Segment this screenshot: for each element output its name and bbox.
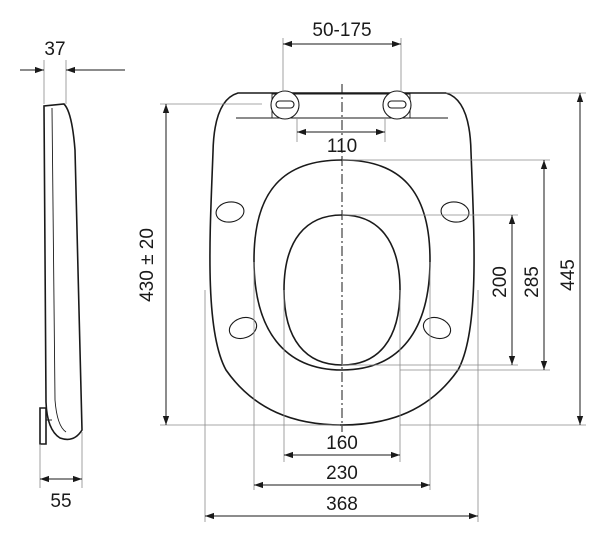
dim-label-230: 230 [326, 463, 358, 484]
bumper-bottom-left [228, 316, 258, 340]
hinge-right-slot [387, 100, 407, 109]
dim-label-110: 110 [327, 136, 357, 157]
side-view [20, 60, 125, 488]
side-profile-lid [43, 103, 83, 441]
dim-label-160: 160 [326, 433, 358, 454]
bumper-top-left [215, 201, 245, 223]
dim-label-285: 285 [522, 266, 543, 298]
dim-label-50-175: 50-175 [312, 20, 371, 41]
bumper-top-right [440, 201, 470, 223]
bumper-bottom-right [422, 316, 452, 340]
dim-label-430: 430 ± 20 [137, 228, 158, 302]
bottom-dimensions [204, 262, 479, 522]
top-dimensions [282, 38, 402, 142]
dim-label-55: 55 [50, 491, 71, 512]
side-profile-inner-line [51, 107, 67, 433]
seat-outer-outline [209, 92, 475, 426]
dim-label-368: 368 [326, 494, 358, 515]
top-view [209, 84, 475, 432]
seat-ring-outer [253, 159, 431, 371]
left-dimensions [160, 103, 340, 426]
hinge-left-slot [275, 100, 295, 109]
dim-label-445: 445 [558, 259, 579, 291]
right-dimensions [342, 92, 586, 426]
dim-label-37: 37 [44, 39, 65, 60]
dim-label-200: 200 [490, 266, 511, 298]
side-hinge-block [39, 407, 47, 445]
